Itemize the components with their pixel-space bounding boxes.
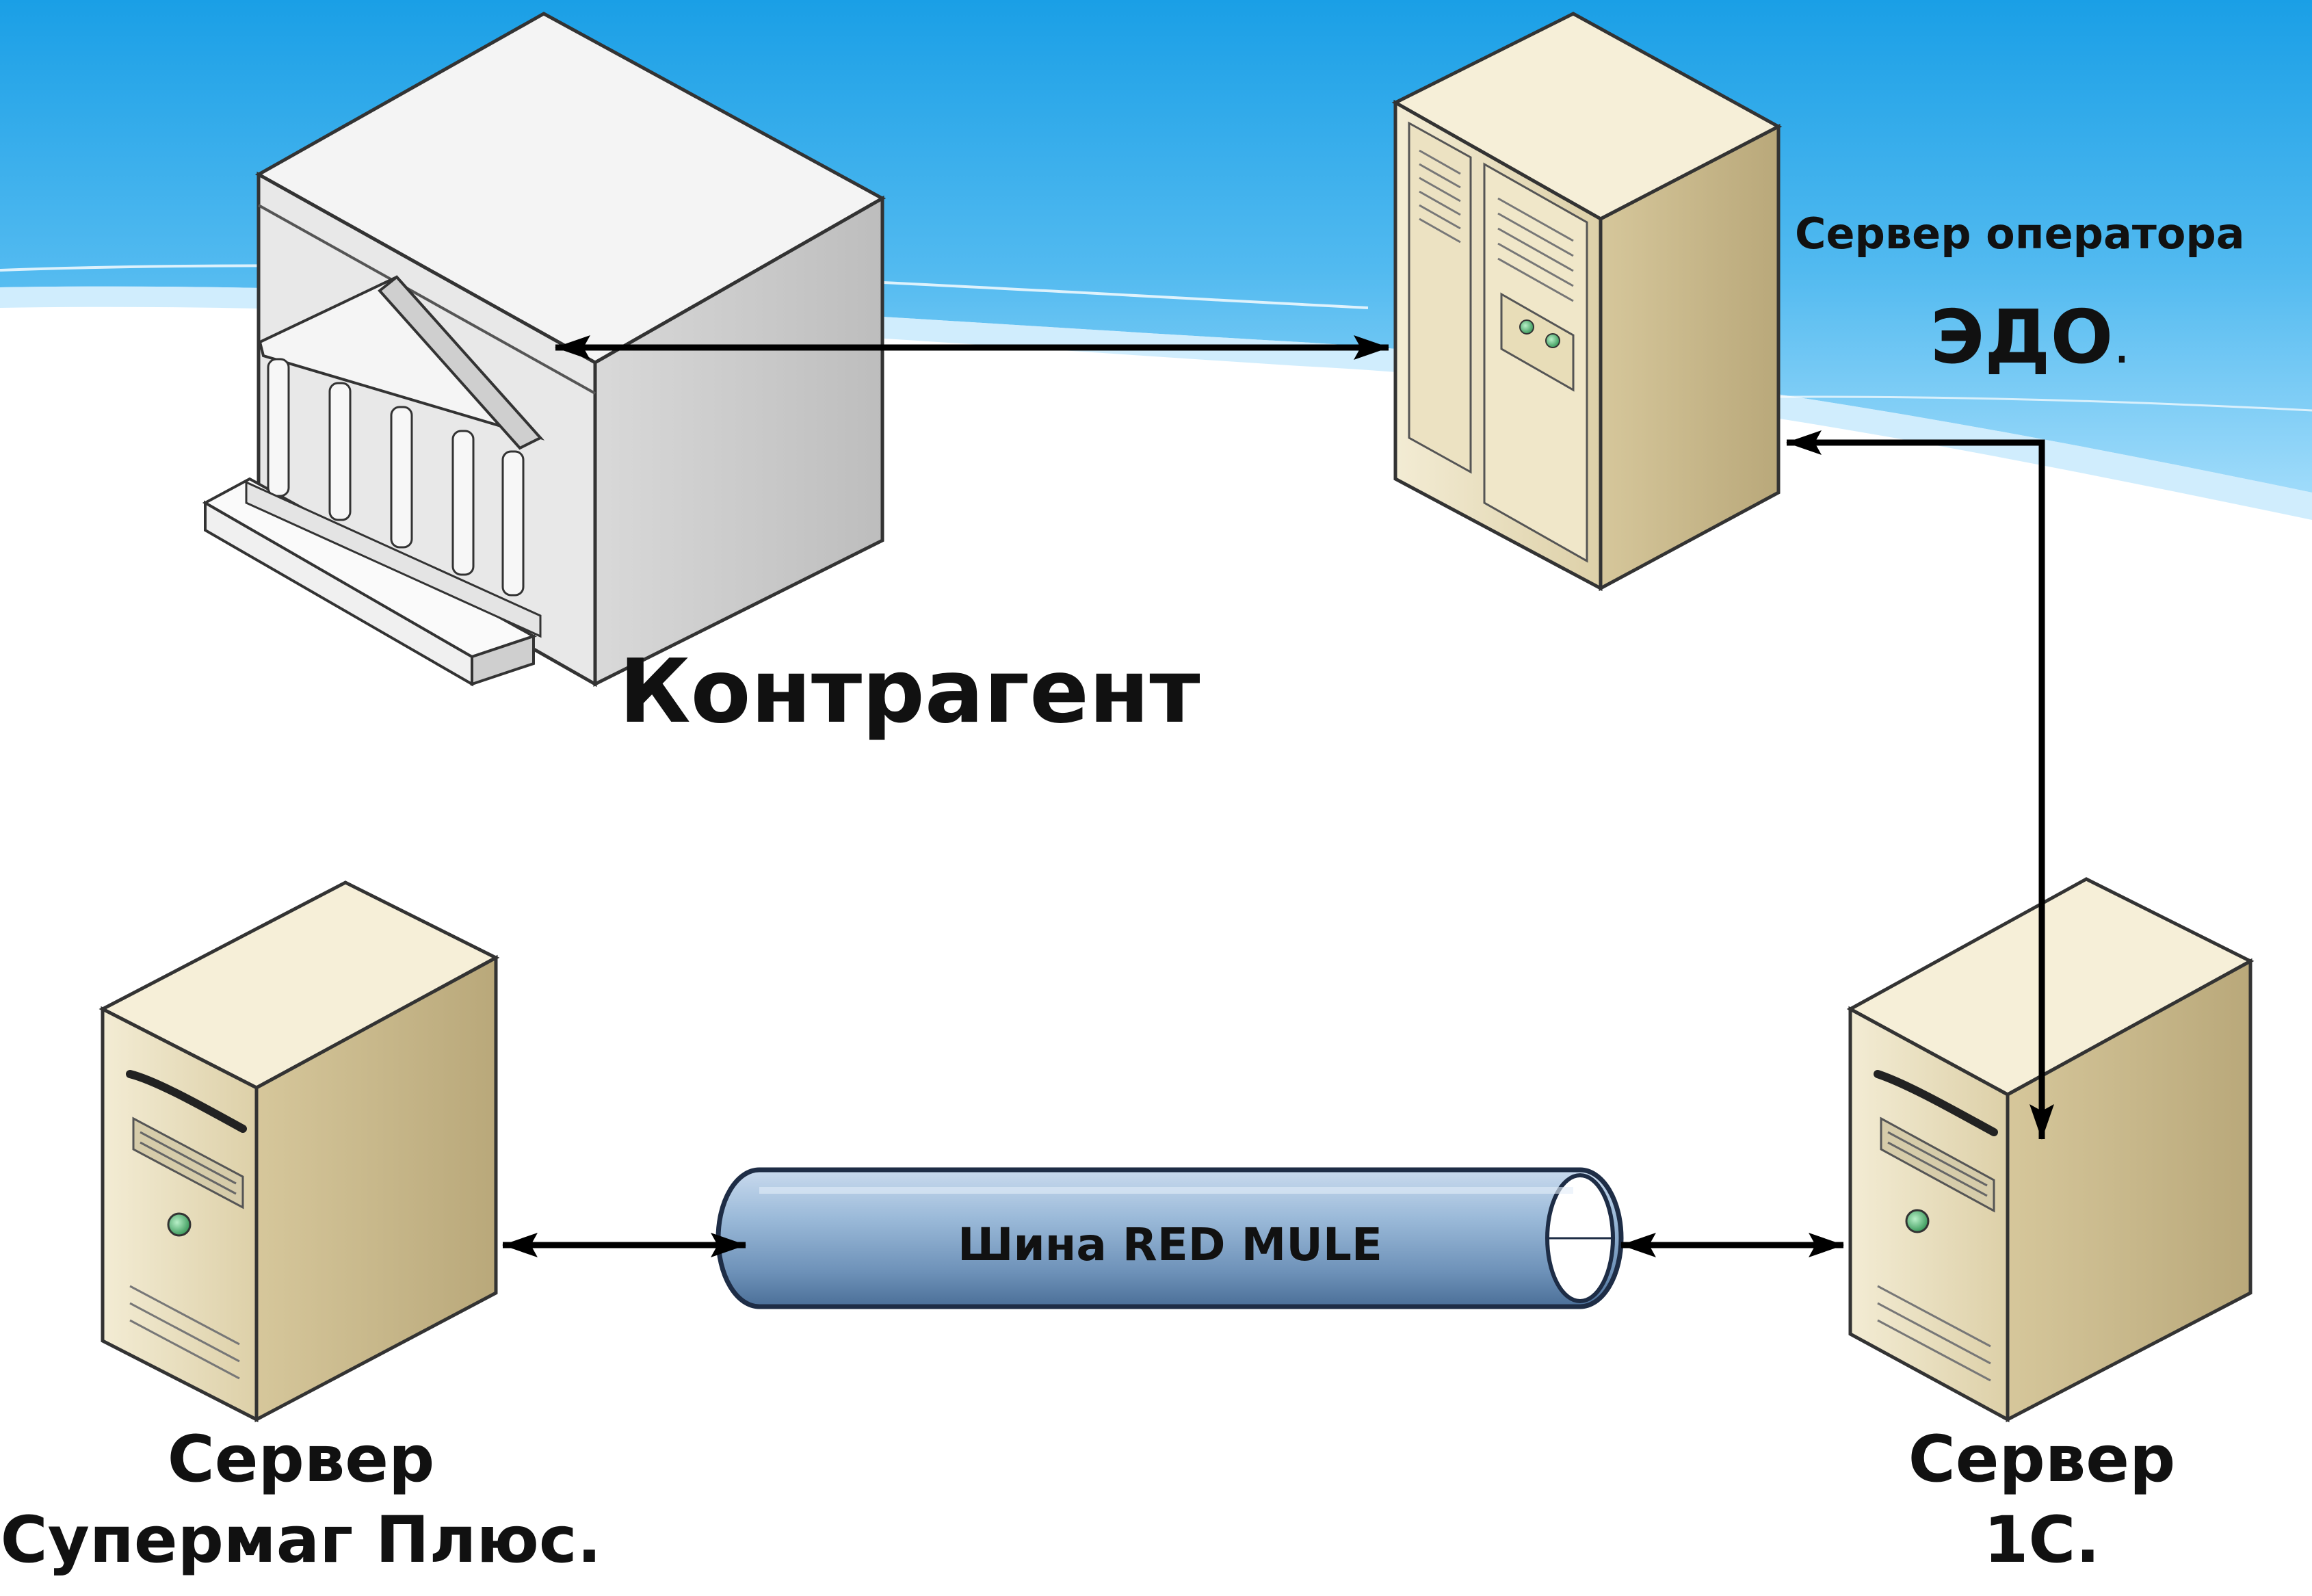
tower-server-icon — [98, 880, 500, 1423]
server-1c-label: Сервер 1С. — [1816, 1420, 2268, 1580]
supermag-server-label: Сервер Супермаг Плюс. — [0, 1420, 602, 1580]
server-1c-label-line1: Сервер — [1908, 1422, 2176, 1497]
edo-server-label-line1: Сервер оператора — [1795, 209, 2245, 259]
edo-server-label-period: . — [2113, 312, 2131, 376]
supermag-server-label-line1: Сервер — [167, 1422, 435, 1497]
bus-label: Шина RED MULE — [958, 1218, 1382, 1271]
government-building-icon — [202, 12, 886, 688]
edo-server-label-acronym: ЭДО — [1930, 295, 2114, 380]
connection-edo-1c — [1786, 430, 2054, 1140]
pipe-bus-icon — [715, 1167, 1624, 1309]
edo-server-label-line2: ЭДО. — [1930, 295, 2131, 380]
supermag-server-label-line2: Супермаг Плюс. — [0, 1502, 602, 1578]
rack-server-icon — [1391, 12, 1783, 592]
server-1c-label-line2: 1С. — [1983, 1502, 2101, 1578]
tower-server-icon — [1846, 877, 2255, 1423]
counterparty-label: Контрагент — [619, 641, 1200, 743]
